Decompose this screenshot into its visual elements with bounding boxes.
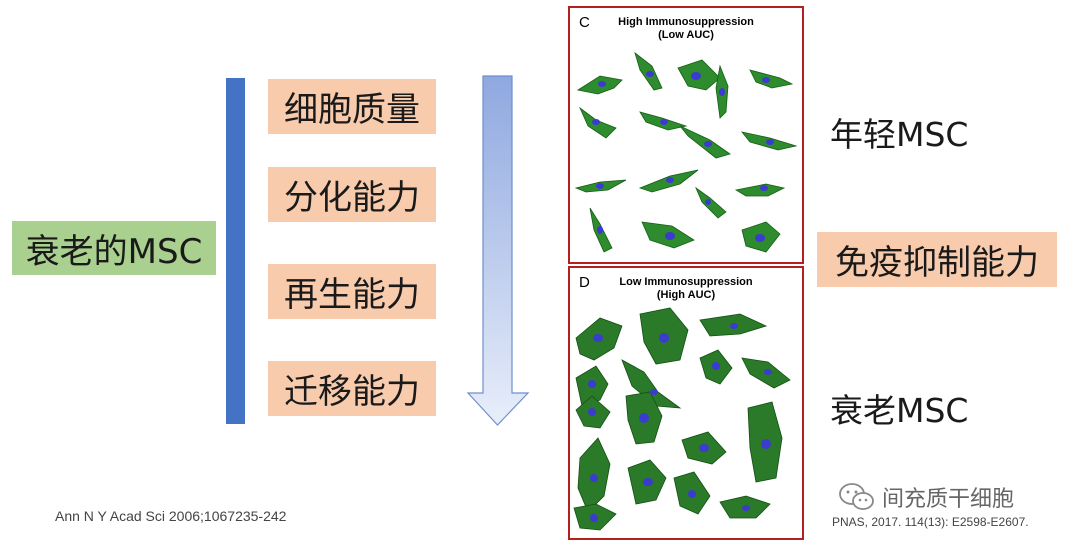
panel-d-aged-cells: D Low Immunosuppression (High AUC) <box>568 266 804 540</box>
property-cell-quality: 细胞质量 <box>268 79 436 134</box>
panel-d-letter: D <box>579 274 590 291</box>
watermark: 间充质干细胞 <box>838 481 1014 513</box>
decline-arrow-icon <box>466 75 530 426</box>
aged-msc-right-label: 衰老MSC <box>830 391 969 430</box>
wechat-icon <box>839 483 874 510</box>
watermark-text: 间充质干细胞 <box>882 487 1015 512</box>
aged-msc-label: 衰老的MSC <box>12 221 216 275</box>
citation-left: Ann N Y Acad Sci 2006;1067235-242 <box>55 508 287 524</box>
citation-right: PNAS, 2017. 114(13): E2598-E2607. <box>832 515 1029 529</box>
panel-c-young-cells: C High Immunosuppression (Low AUC) <box>568 6 804 264</box>
young-msc-label: 年轻MSC <box>830 115 969 154</box>
immunosuppression-label: 免疫抑制能力 <box>817 232 1057 287</box>
property-regeneration: 再生能力 <box>268 264 436 319</box>
grouping-bar <box>226 78 245 424</box>
panel-d-subtitle: (High AUC) <box>656 289 716 301</box>
panel-c-letter: C <box>579 14 590 31</box>
cells-image-c <box>574 51 798 253</box>
cells-image-d <box>573 307 791 531</box>
panel-d-title: Low Immunosuppression <box>619 276 753 288</box>
panel-c-subtitle: (Low AUC) <box>658 29 714 41</box>
property-migration: 迁移能力 <box>268 361 436 416</box>
property-differentiation: 分化能力 <box>268 167 436 222</box>
panel-c-title: High Immunosuppression <box>618 16 754 28</box>
